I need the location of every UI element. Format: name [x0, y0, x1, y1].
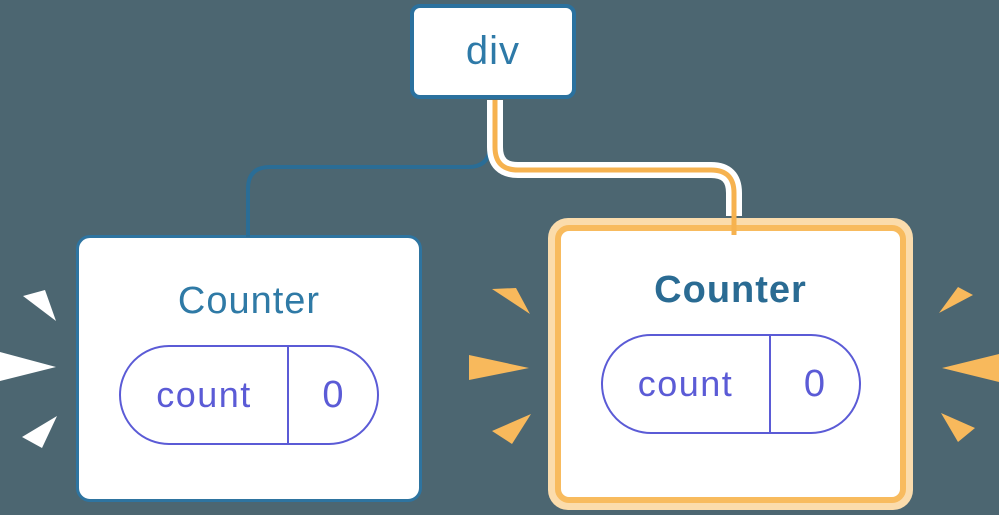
tree-root-node: div: [410, 4, 576, 99]
counter-card-right-highlight-ring: Counter count 0: [548, 218, 913, 510]
edge-root-to-right-counter: [492, 100, 737, 235]
rerender-burst-icon: [23, 290, 56, 321]
state-key: count: [603, 336, 771, 432]
counter-title: Counter: [177, 280, 321, 322]
rerender-burst-icon: [941, 413, 975, 442]
state-value: 0: [803, 362, 826, 405]
counter-title: Counter: [654, 269, 807, 311]
state-pill: count 0: [600, 334, 861, 434]
edge-root-to-right-counter-casing: [487, 100, 742, 216]
edge-root-to-left-counter: [246, 102, 492, 237]
rerender-burst-icon: [22, 416, 57, 448]
rerender-burst-icon: [492, 414, 531, 444]
root-node-label: div: [465, 29, 521, 73]
state-value: 0: [322, 373, 344, 416]
rerender-burst-icon: [0, 352, 56, 381]
rerender-burst-icon: [939, 287, 973, 313]
state-pill: count 0: [119, 345, 379, 445]
rerender-burst-orange-right-group: [939, 287, 999, 442]
rerender-burst-orange-left-group: [469, 288, 531, 444]
rerender-burst-icon: [492, 288, 530, 314]
rerender-burst-icon: [469, 355, 529, 380]
counter-card-left: Counter count 0: [76, 235, 422, 502]
counter-card-right: Counter count 0: [555, 225, 906, 503]
state-key: count: [121, 347, 289, 443]
rerender-burst-white-group: [0, 290, 57, 448]
rerender-burst-icon: [942, 354, 999, 382]
